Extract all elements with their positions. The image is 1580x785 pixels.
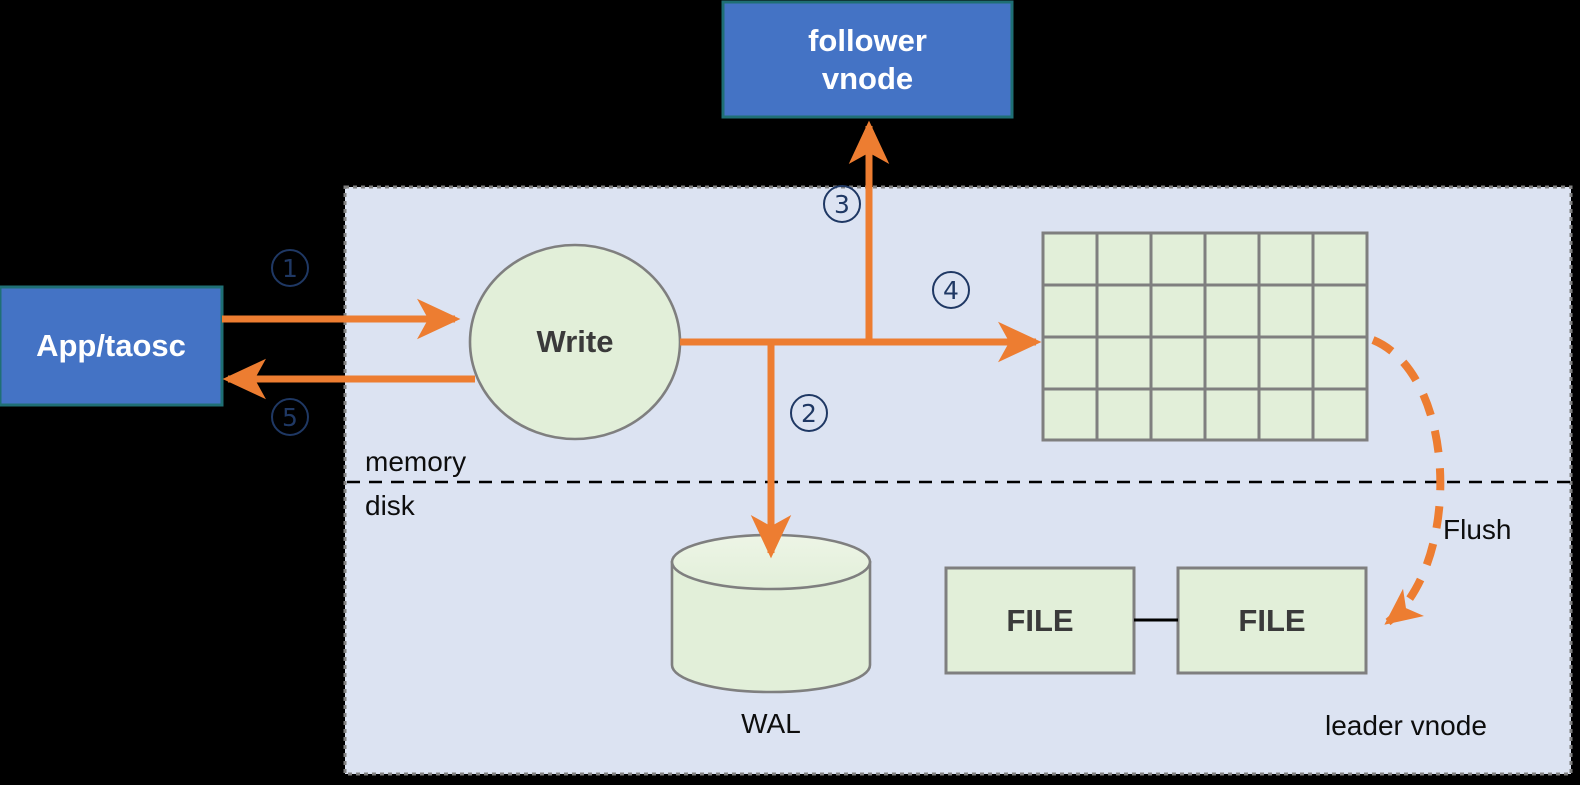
step-badge-5: 5 xyxy=(271,398,309,436)
file-box-2[interactable] xyxy=(1176,566,1368,675)
step-badge-1: 1 xyxy=(271,249,309,287)
memtable-grid xyxy=(1041,231,1369,442)
follower-vnode-box[interactable] xyxy=(721,0,1014,119)
flush-arrow xyxy=(1371,336,1445,626)
step-badge-4: 4 xyxy=(932,271,970,309)
step-badge-3: 3 xyxy=(823,185,861,223)
wal-cylinder xyxy=(670,533,872,694)
app-taosc-box[interactable] xyxy=(0,285,224,407)
write-node[interactable] xyxy=(468,243,682,441)
step-badge-2: 2 xyxy=(790,394,828,432)
file-box-1[interactable] xyxy=(944,566,1136,675)
